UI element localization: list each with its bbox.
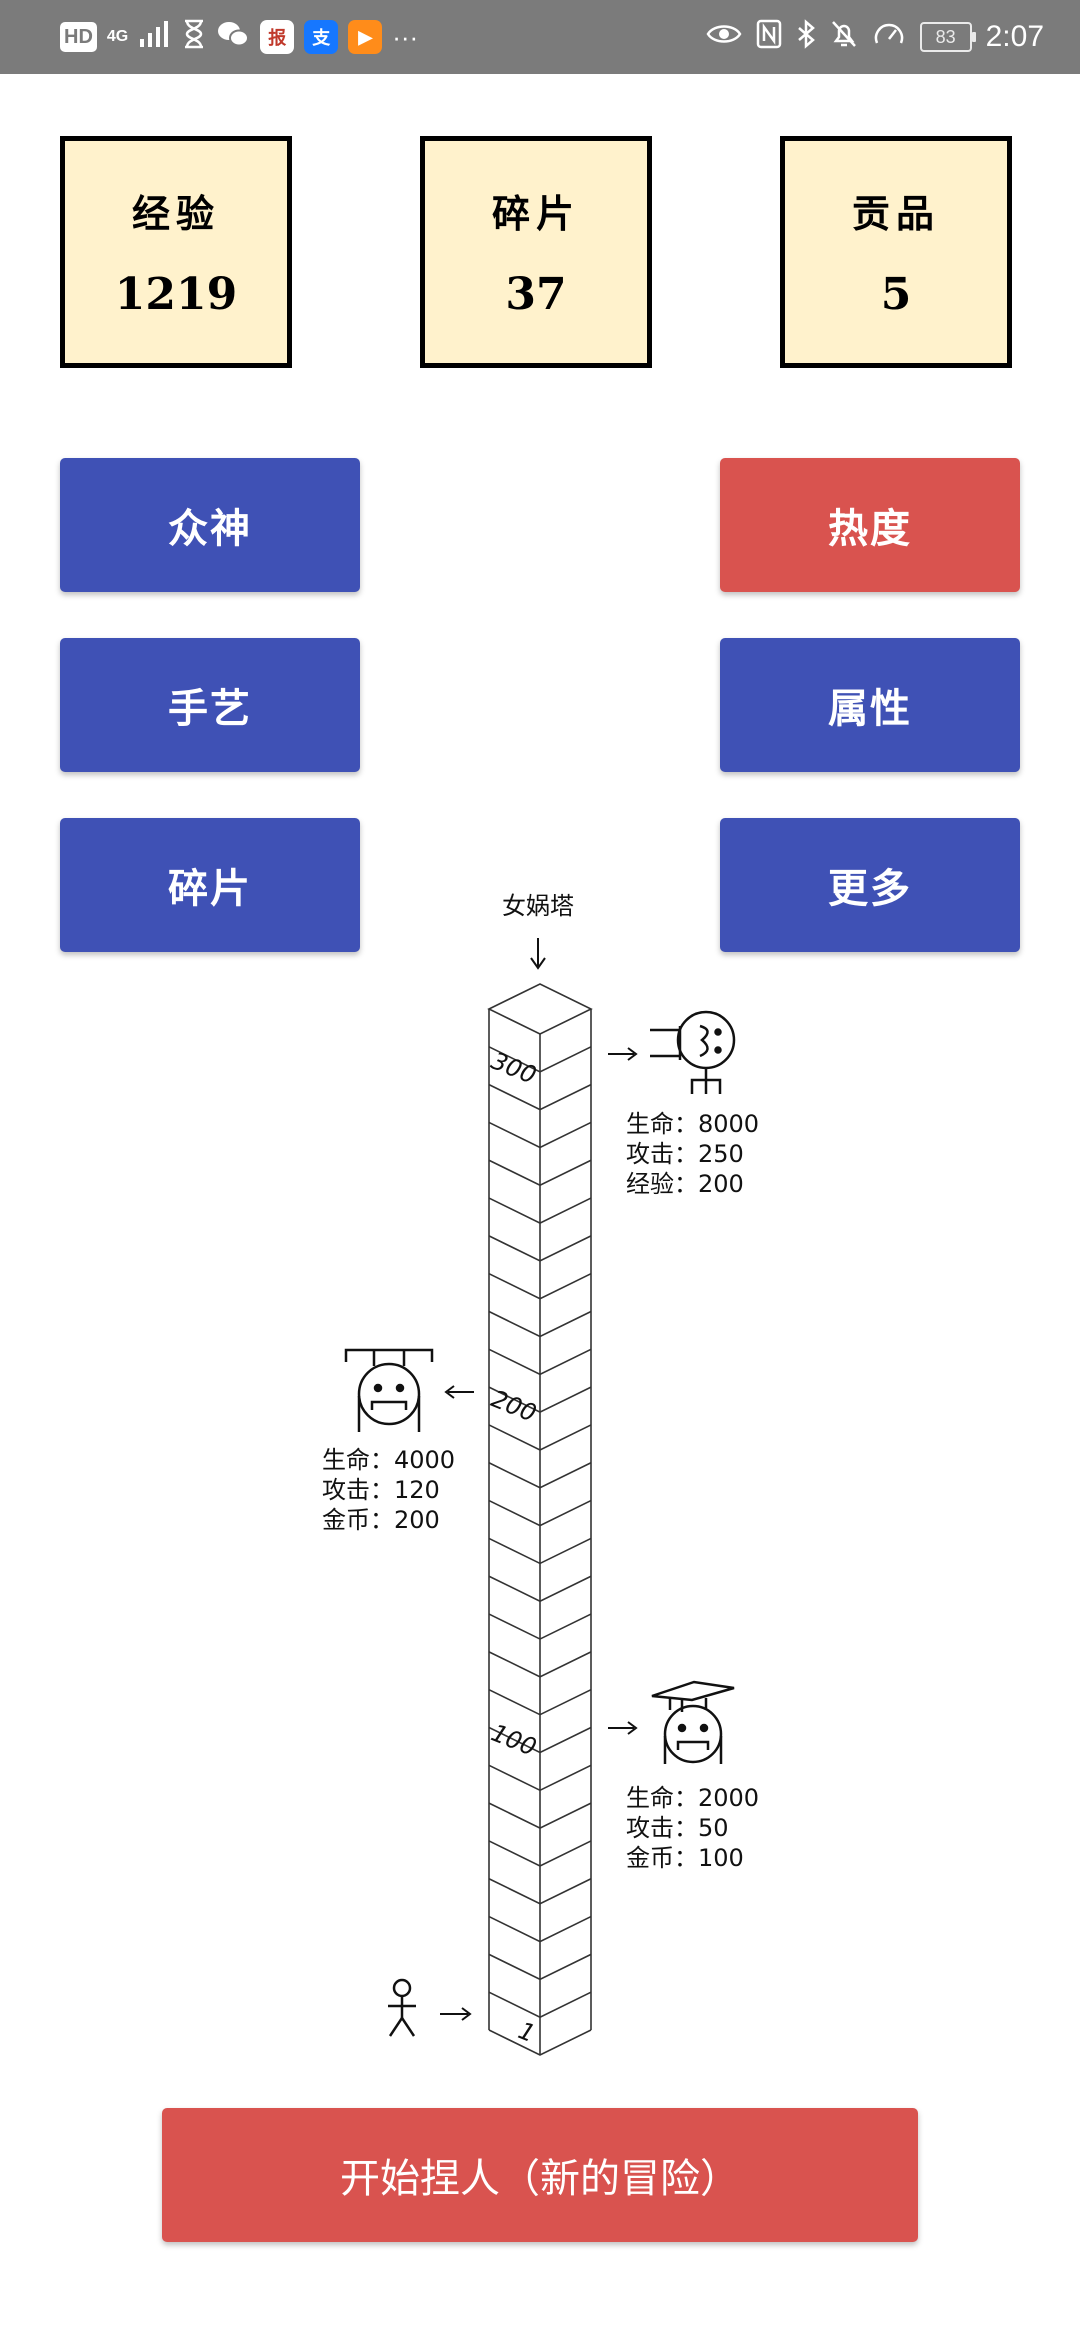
tower-floor-line	[488, 1878, 592, 1905]
craft-button[interactable]: 手艺	[60, 638, 360, 772]
tower-floor-line	[488, 1537, 592, 1565]
network-type: 4G	[106, 28, 129, 45]
enemy-100-attack: 攻击：50	[626, 1814, 729, 1842]
tower-floor-line	[488, 1953, 592, 1981]
horned-monster-icon	[344, 1348, 434, 1432]
enemy-300-hp: 生命：8000	[626, 1110, 759, 1138]
tower-floor-line	[488, 1310, 592, 1338]
stat-label: 贡品	[851, 191, 940, 236]
bluetooth-icon	[796, 18, 816, 56]
tower-floor-line	[488, 1802, 592, 1830]
floor-200-arrow-icon	[444, 1385, 474, 1399]
tower-floor-line	[488, 1991, 592, 2019]
heat-button[interactable]: 热度	[720, 458, 1020, 592]
enemy-100-hp: 生命：2000	[626, 1784, 759, 1812]
tower-floor-line	[488, 1083, 592, 1111]
tower-floor-line	[488, 1915, 592, 1943]
tower-floor-line	[488, 1197, 592, 1224]
fragments-button[interactable]: 碎片	[60, 818, 360, 952]
graduate-monster-icon	[651, 1680, 735, 1764]
floor-100-arrow-icon	[608, 1721, 638, 1735]
more-button[interactable]: 更多	[720, 818, 1020, 952]
tower-floor-line	[488, 1121, 592, 1149]
tower-floor-line	[488, 1386, 592, 1414]
speedometer-icon	[872, 19, 906, 56]
status-left: HD 4G 报 支 ▶ ···	[60, 14, 418, 60]
battery-icon: 83	[919, 22, 976, 52]
tower-floor-line	[488, 1613, 592, 1640]
tower	[487, 983, 593, 2056]
stat-value: 5	[880, 269, 912, 320]
floor-label-100: 100	[487, 1719, 540, 1762]
eye-icon	[706, 21, 742, 54]
signal-icon	[138, 19, 172, 56]
tower-name: 女娲塔	[502, 892, 574, 920]
floor-label-200: 200	[487, 1385, 540, 1428]
tower-floor-line	[488, 1651, 592, 1678]
enemy-200-attack: 攻击：120	[322, 1476, 440, 1504]
floor-300-arrow-icon	[608, 1047, 638, 1061]
tower-floor-line	[488, 1272, 592, 1300]
tower-illustration: 女娲塔 300 200 100 1 生命：8000 攻击：2	[322, 892, 759, 2056]
tower-floor-line	[488, 1764, 592, 1792]
tower-floor-line	[488, 1348, 592, 1376]
clock: 2:07	[985, 20, 1044, 53]
stat-label: 碎片	[491, 191, 580, 236]
play-app-icon: ▶	[348, 20, 383, 54]
tower-floor-line	[488, 1235, 592, 1262]
enemy-200-hp: 生命：4000	[322, 1446, 455, 1474]
attributes-button[interactable]: 属性	[720, 638, 1020, 772]
stat-box-experience: 经验 1219	[60, 136, 292, 368]
status-bar: HD 4G 报 支 ▶ ···	[0, 0, 1080, 74]
stat-box-tribute: 贡品 5	[780, 136, 1012, 368]
stat-value: 1219	[114, 269, 238, 320]
tower-floor-line	[488, 1688, 592, 1716]
nfc-icon	[756, 19, 782, 56]
wechat-icon	[216, 19, 250, 56]
tower-floor-line	[488, 1575, 592, 1603]
tower-floor-line	[488, 1726, 592, 1754]
stat-label: 经验	[131, 191, 220, 236]
news-app-icon: 报	[260, 20, 295, 54]
floor-label-300: 300	[487, 1047, 540, 1090]
mute-bell-icon	[830, 19, 858, 56]
enemy-200-reward: 金币：200	[322, 1506, 440, 1534]
tower-floor-line	[488, 1462, 592, 1489]
tower-floor-line	[488, 1499, 592, 1527]
alipay-icon: 支	[304, 20, 339, 54]
hourglass-icon	[182, 19, 206, 56]
more-notifications-icon: ···	[392, 21, 419, 52]
tower-floor-line	[488, 1424, 592, 1451]
enemy-300-attack: 攻击：250	[626, 1140, 744, 1168]
tower-floor-line	[488, 1840, 592, 1867]
player-stick-figure-icon	[388, 1978, 416, 2037]
stat-box-fragments: 碎片 37	[420, 136, 652, 368]
gods-button[interactable]: 众神	[60, 458, 360, 592]
floor-1-arrow-icon	[440, 2007, 472, 2021]
floor-lines	[488, 1046, 592, 2019]
status-right: 83 2:07	[706, 14, 1044, 60]
floor-label-1: 1	[514, 2016, 539, 2048]
tower-title-arrow-icon	[530, 938, 546, 970]
hd-icon: HD	[60, 22, 97, 52]
enemy-300-reward: 经验：200	[626, 1170, 744, 1198]
enemy-100-reward: 金币：100	[626, 1844, 744, 1872]
stat-value: 37	[505, 269, 567, 320]
tower-floor-line	[488, 1159, 592, 1187]
start-adventure-button[interactable]: 开始捏人（新的冒险）	[162, 2108, 918, 2242]
boss-monster-icon	[650, 1010, 736, 1094]
tower-floor-line	[488, 1046, 592, 1073]
